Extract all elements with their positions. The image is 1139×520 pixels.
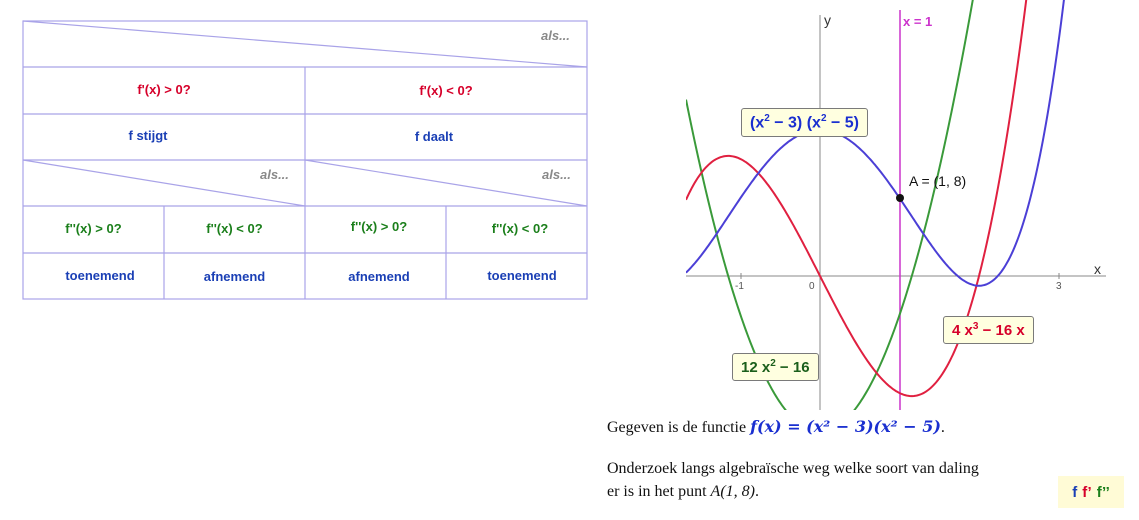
x-axis-label: x [1094,261,1101,277]
condition-f2-negative-left: f''(x) < 0? [206,221,263,236]
result-f-daalt: f daalt [414,129,454,144]
condition-fprime-positive: f'(x) > 0? [137,82,191,97]
diagonal-1 [22,20,588,68]
result-toenemend-left: toenemend [65,268,135,283]
label-f-prime: 4 x3 − 16 x [943,316,1034,344]
diagonal-2-left [22,159,306,207]
condition-f2-positive-left: f''(x) > 0? [65,221,122,236]
y-axis-label: y [824,12,831,28]
als-label-top: als... [541,28,570,43]
x-tick-0: 0 [809,281,815,292]
decision-table-grid [22,20,588,300]
curve-second-derivative [686,0,974,410]
als-label-left: als... [260,167,289,182]
vertical-line-label: x = 1 [903,14,933,29]
function-graph [686,0,1106,410]
legend-f: f [1072,483,1078,501]
x-tick-minus1: -1 [735,281,744,292]
condition-f2-negative-right: f''(x) < 0? [491,221,549,236]
label-f-double-prime: 12 x2 − 16 [732,353,819,381]
curve-first-derivative [686,0,1028,398]
function-legend: f f’ f’’ [1058,476,1124,508]
als-label-right: als... [542,167,571,182]
condition-f2-positive-right: f''(x) > 0? [350,219,408,234]
point-a-label: A = (1, 8) [909,173,967,189]
condition-fprime-negative: f'(x) < 0? [419,83,473,98]
problem-statement-line-2: Onderzoek langs algebraïsche weg welke s… [607,460,979,477]
problem-statement-line-1: Gegeven is de functie f(x) = (x² − 3)(x²… [607,417,945,436]
diagonal-2-right [304,159,588,207]
result-afnemend-right: afnemend [348,269,410,284]
result-f-stijgt: f stijgt [128,128,168,143]
result-afnemend-left: afnemend [203,269,266,284]
point-a [896,194,904,202]
legend-f-double-prime: f’’ [1096,483,1110,501]
x-tick-3: 3 [1056,281,1062,292]
result-toenemend-right: toenemend [487,268,557,283]
problem-statement-line-3: er is in het punt A(1, 8). [607,483,759,500]
curve-function-f [686,0,1065,287]
label-f: (x2 − 3) (x2 − 5) [741,108,868,138]
legend-f-prime: f’ [1082,483,1092,501]
